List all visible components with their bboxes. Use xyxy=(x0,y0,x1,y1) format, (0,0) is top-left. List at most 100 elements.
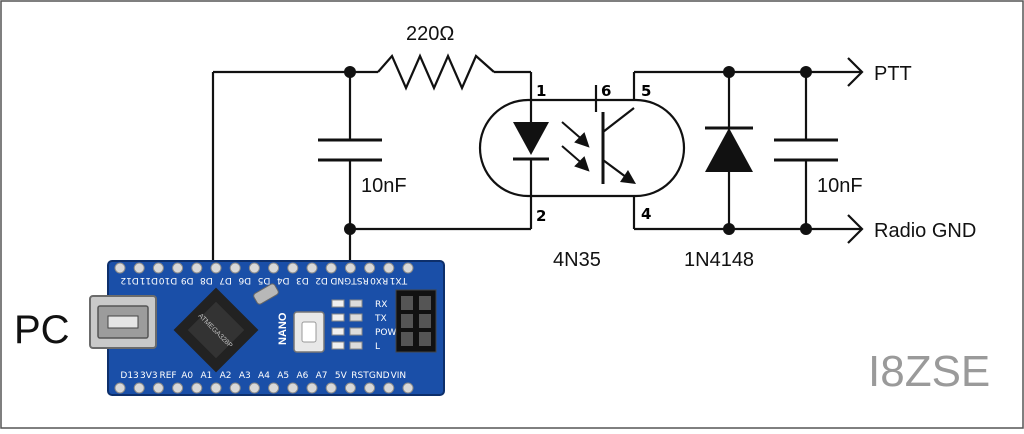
board-name: NANO xyxy=(277,312,289,345)
pin-hole xyxy=(229,262,241,274)
pin-hole xyxy=(114,262,126,274)
pin-number-4: 4 xyxy=(641,205,651,223)
light-arrows xyxy=(561,121,590,172)
pin-hole xyxy=(364,382,376,394)
junction-dot xyxy=(723,66,735,78)
pin-hole xyxy=(383,262,395,274)
bottom-pin-label: A3 xyxy=(239,371,251,381)
pin-hole xyxy=(287,262,299,274)
pin-hole xyxy=(248,382,260,394)
top-pin-label: RX0 xyxy=(370,275,388,285)
led-label: RX xyxy=(375,300,387,310)
top-pin-label: D5 xyxy=(258,275,271,285)
top-pin-label: D2 xyxy=(315,275,328,285)
led-label: POW xyxy=(375,328,397,338)
resistor-symbol xyxy=(377,53,495,91)
pin-hole xyxy=(114,382,126,394)
gnd-arrow xyxy=(847,214,864,244)
pin-hole xyxy=(287,382,299,394)
pin-hole xyxy=(229,382,241,394)
top-pin-label: D9 xyxy=(181,275,194,285)
led-triangle xyxy=(513,122,549,155)
pin-hole xyxy=(268,382,280,394)
led-resistor xyxy=(349,313,363,322)
top-pin-label: D3 xyxy=(296,275,309,285)
bottom-pin-label: 5V xyxy=(335,371,348,381)
led-indicator xyxy=(331,341,345,350)
bottom-pin-label: A6 xyxy=(296,371,308,381)
pin-hole xyxy=(383,382,395,394)
bottom-pin-label: RST xyxy=(351,371,369,381)
junctions xyxy=(344,66,812,235)
top-pin-label: GND xyxy=(330,275,351,285)
led-indicator xyxy=(331,299,345,308)
optocoupler-label: 4N35 xyxy=(553,249,601,271)
top-pin-headers xyxy=(114,262,414,274)
pin-hole xyxy=(344,262,356,274)
emitter-arrow xyxy=(620,170,636,184)
crystal xyxy=(253,283,279,305)
collector-lead xyxy=(602,107,635,133)
pin-hole xyxy=(364,262,376,274)
led-resistor xyxy=(349,341,363,350)
junction-dot xyxy=(800,223,812,235)
bottom-pin-label: D13 xyxy=(120,371,138,381)
pin-number-5: 5 xyxy=(641,82,651,100)
pin-hole xyxy=(172,262,184,274)
bottom-pin-label: REF xyxy=(159,371,176,381)
bottom-pin-label: A4 xyxy=(258,371,270,381)
pin-hole xyxy=(306,262,318,274)
icsp-header xyxy=(395,289,437,353)
led-indicator xyxy=(331,327,345,336)
radio-gnd-label: Radio GND xyxy=(874,220,976,242)
pin-hole xyxy=(210,262,222,274)
pin-hole xyxy=(402,262,414,274)
top-pin-label: D12 xyxy=(120,275,138,285)
bottom-pin-headers xyxy=(114,382,414,394)
microcontroller-chip: ATMEGA328P xyxy=(173,287,259,373)
top-pin-label: TX1 xyxy=(390,275,408,285)
top-pin-label: D7 xyxy=(219,275,232,285)
pin-hole xyxy=(172,382,184,394)
ptt-label: PTT xyxy=(874,63,912,85)
led-resistor xyxy=(349,327,363,336)
bottom-pin-label: A2 xyxy=(220,371,232,381)
optocoupler-symbol xyxy=(478,85,686,198)
led-resistor xyxy=(349,299,363,308)
junction-dot xyxy=(723,223,735,235)
pin-number-2: 2 xyxy=(536,207,546,225)
author-label: I8ZSE xyxy=(868,347,990,396)
capacitor-right-symbol xyxy=(774,138,838,162)
top-pin-label: D6 xyxy=(238,275,251,285)
pin-hole xyxy=(152,262,164,274)
pin-hole xyxy=(152,382,164,394)
diode-symbol xyxy=(705,126,753,172)
pin-hole xyxy=(191,262,203,274)
bottom-pin-label: A1 xyxy=(200,371,212,381)
diode-label: 1N4148 xyxy=(684,249,754,271)
wires xyxy=(211,57,864,268)
capacitor-left-label: 10nF xyxy=(361,175,407,197)
pin-number-6: 6 xyxy=(601,82,611,100)
ptt-arrow xyxy=(847,57,864,87)
pin-hole xyxy=(248,262,260,274)
junction-dot xyxy=(344,223,356,235)
top-pin-label: D10 xyxy=(159,275,178,285)
pin-hole xyxy=(133,262,145,274)
pin-hole xyxy=(325,262,337,274)
top-pin-label: D11 xyxy=(140,275,158,285)
resistor-label: 220Ω xyxy=(406,23,454,45)
pin-hole xyxy=(133,382,145,394)
capacitor-right-label: 10nF xyxy=(817,175,863,197)
pc-label: PC xyxy=(14,308,70,352)
pin-hole xyxy=(402,382,414,394)
pin-hole xyxy=(191,382,203,394)
bottom-pin-label: A5 xyxy=(277,371,289,381)
pin-number-1: 1 xyxy=(536,82,546,100)
led-label: L xyxy=(375,342,380,352)
pin-hole xyxy=(268,262,280,274)
